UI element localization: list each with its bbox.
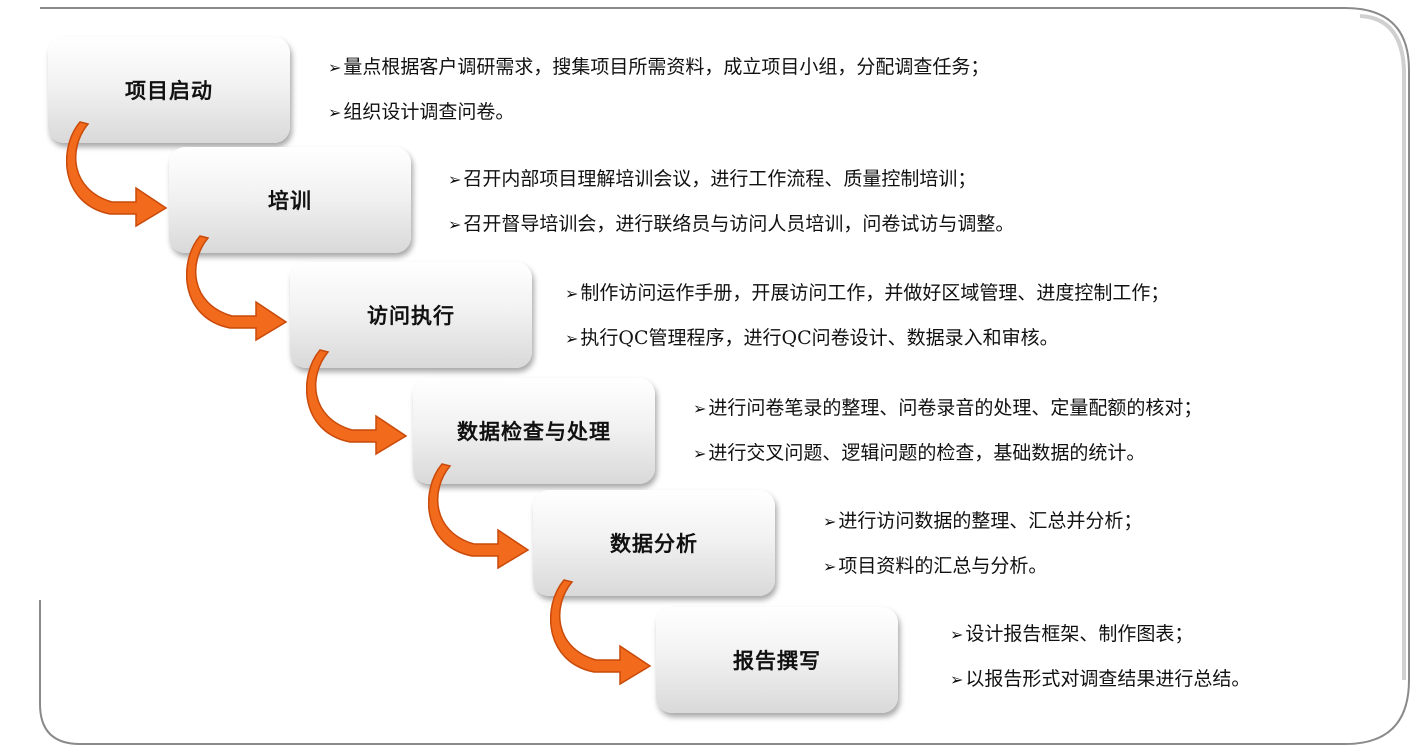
list-item: ➢进行访问数据的整理、汇总并分析； (823, 510, 1143, 532)
list-item: ➢进行交叉问题、逻辑问题的检查，基础数据的统计。 (693, 442, 1146, 464)
arrow-bullet-icon: ➢ (950, 670, 964, 689)
step-title: 访问执行 (367, 304, 455, 328)
step-box-data-checking: 数据检查与处理 (413, 378, 655, 484)
curved-arrow-icon (66, 121, 168, 228)
step-description: ➢召开内部项目理解培训会议，进行工作流程、质量控制培训； ➢召开督导培训会，进行… (448, 157, 1014, 247)
step-box-project-start: 项目启动 (48, 37, 290, 143)
arrow-bullet-icon: ➢ (823, 512, 837, 531)
step-description: ➢设计报告框架、制作图表； ➢以报告形式对调查结果进行总结。 (950, 612, 1250, 702)
step-box-interview-execution: 访问执行 (290, 262, 532, 368)
step-description: ➢进行访问数据的整理、汇总并分析； ➢项目资料的汇总与分析。 (823, 499, 1142, 589)
curved-arrow-icon (186, 235, 288, 342)
list-item: ➢项目资料的汇总与分析。 (823, 555, 1048, 577)
step-description: ➢量点根据客户调研需求，搜集项目所需资料，成立项目小组，分配调查任务； ➢组织设… (328, 45, 989, 135)
curved-arrow-icon (550, 579, 652, 686)
curved-arrow-icon (306, 349, 408, 456)
arrow-bullet-icon: ➢ (448, 215, 462, 234)
list-item: ➢制作访问运作手册，开展访问工作，并做好区域管理、进度控制工作； (565, 282, 1170, 304)
arrow-bullet-icon: ➢ (565, 284, 579, 303)
list-item: ➢设计报告框架、制作图表； (950, 623, 1194, 645)
step-title: 报告撰写 (733, 649, 821, 673)
arrow-bullet-icon: ➢ (328, 103, 342, 122)
arrow-bullet-icon: ➢ (950, 625, 964, 644)
list-item: ➢以报告形式对调查结果进行总结。 (950, 668, 1251, 690)
step-description: ➢制作访问运作手册，开展访问工作，并做好区域管理、进度控制工作； ➢执行QC管理… (565, 271, 1169, 361)
arrow-bullet-icon: ➢ (565, 329, 579, 348)
step-title: 项目启动 (125, 79, 213, 103)
list-item: ➢召开内部项目理解培训会议，进行工作流程、质量控制培训； (448, 168, 977, 190)
list-item: ➢执行QC管理程序，进行QC问卷设计、数据录入和审核。 (565, 327, 1059, 349)
arrow-bullet-icon: ➢ (693, 444, 707, 463)
arrow-bullet-icon: ➢ (448, 170, 462, 189)
step-box-report-writing: 报告撰写 (656, 607, 898, 713)
list-item: ➢进行问卷笔录的整理、问卷录音的处理、定量配额的核对； (693, 397, 1203, 419)
arrow-bullet-icon: ➢ (823, 557, 837, 576)
step-title: 培训 (268, 189, 312, 213)
list-item: ➢组织设计调查问卷。 (328, 101, 515, 123)
list-item: ➢召开督导培训会，进行联络员与访问人员培训，问卷试访与调整。 (448, 213, 1015, 235)
step-box-data-analysis: 数据分析 (533, 490, 775, 596)
arrow-bullet-icon: ➢ (693, 399, 707, 418)
step-description: ➢进行问卷笔录的整理、问卷录音的处理、定量配额的核对； ➢进行交叉问题、逻辑问题… (693, 386, 1202, 476)
step-title: 数据检查与处理 (457, 420, 611, 444)
step-title: 数据分析 (610, 532, 698, 556)
list-item: ➢量点根据客户调研需求，搜集项目所需资料，成立项目小组，分配调查任务； (328, 56, 990, 78)
curved-arrow-icon (428, 463, 530, 570)
step-box-training: 培训 (169, 147, 411, 253)
arrow-bullet-icon: ➢ (328, 58, 342, 77)
